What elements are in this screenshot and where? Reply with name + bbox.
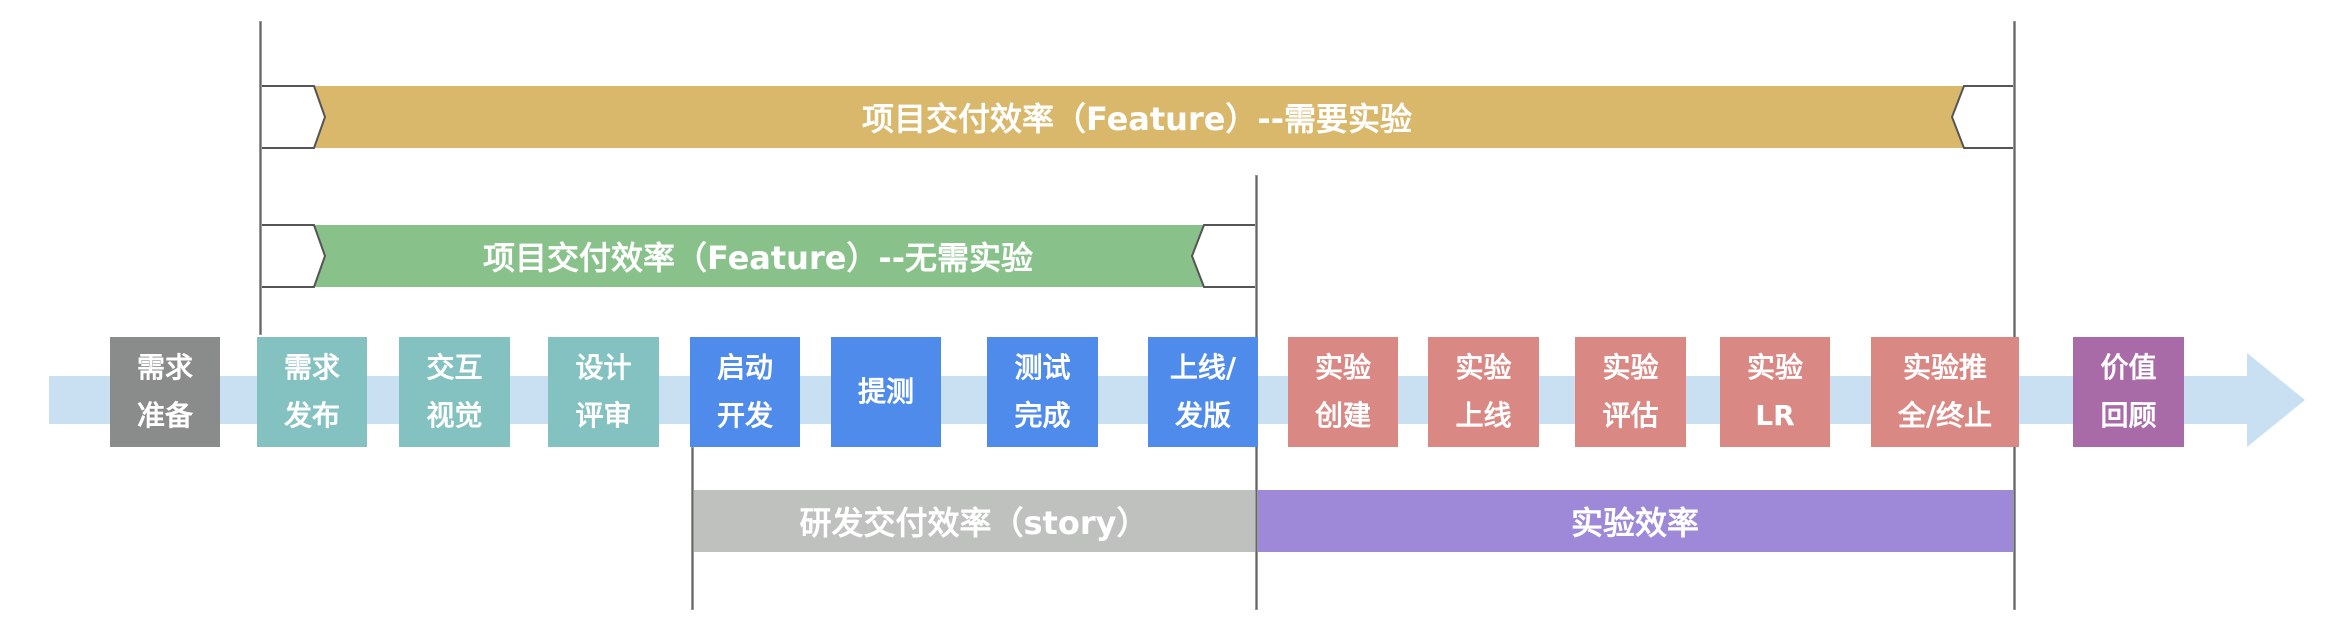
stage-label: 准备 xyxy=(136,399,193,432)
stage-start-dev: 启动开发 xyxy=(690,337,800,447)
experiment-efficiency-bar: 实验效率 xyxy=(1256,490,2014,552)
stage-label: 交互 xyxy=(426,351,483,384)
stage-design-review: 设计评审 xyxy=(548,337,659,447)
stage-label: 价值 xyxy=(2100,351,2157,384)
stage-label: 实验 xyxy=(1455,351,1512,384)
stage-label: LR xyxy=(1755,399,1795,432)
boundary-line xyxy=(691,447,694,610)
stage-label: 提测 xyxy=(857,375,914,408)
stage-label: 发布 xyxy=(283,399,340,432)
stage-label: 实验 xyxy=(1314,351,1371,384)
bar-notch-left xyxy=(259,224,327,288)
feature-experiment-label: 项目交付效率（Feature）--需要实验 xyxy=(862,100,1412,138)
stage-label: 设计 xyxy=(575,351,632,384)
stage-experiment-lr: 实验 LR xyxy=(1720,337,1830,447)
bar-notch-right xyxy=(1950,85,2015,149)
stage-value-review: 价值回顾 xyxy=(2073,337,2184,447)
feature-no-experiment-label: 项目交付效率（Feature）--无需实验 xyxy=(483,239,1033,277)
stage-label: 完成 xyxy=(1014,399,1071,432)
stage-launch-release: 上线/发版 xyxy=(1148,337,1258,447)
stage-label: 上线/ xyxy=(1169,351,1237,384)
story-bar: 研发交付效率（story） xyxy=(692,490,1256,552)
stage-experiment-launch: 实验上线 xyxy=(1428,337,1539,447)
stage-label: 实验推 xyxy=(1902,351,1987,384)
experiment-efficiency-label: 实验效率 xyxy=(1570,504,1699,542)
feature-no-experiment-bar: 项目交付效率（Feature）--无需实验 xyxy=(260,225,1256,287)
bar-notch-right xyxy=(1190,224,1257,288)
stage-submit-test: 提测 xyxy=(831,337,941,447)
stage-test-complete: 测试完成 xyxy=(987,337,1098,447)
stage-label: 实验 xyxy=(1602,351,1659,384)
stage-label: 需求 xyxy=(283,351,340,384)
stage-label: 开发 xyxy=(716,399,773,432)
stage-interaction-visual: 交互视觉 xyxy=(399,337,510,447)
timeline-arrow-head xyxy=(2247,353,2305,447)
feature-experiment-bar: 项目交付效率（Feature）--需要实验 xyxy=(260,86,2014,148)
stage-label: 评估 xyxy=(1602,399,1659,432)
bar-notch-left xyxy=(259,85,327,149)
stage-label: 启动 xyxy=(716,351,773,384)
boundary-line xyxy=(2013,21,2016,610)
stage-experiment-evaluate: 实验评估 xyxy=(1575,337,1686,447)
stage-requirement-release: 需求发布 xyxy=(257,337,367,447)
stage-label: 需求 xyxy=(136,351,193,384)
stage-label: 回顾 xyxy=(2100,399,2157,432)
stage-requirement-prep: 需求准备 xyxy=(110,337,220,447)
stage-label: 测试 xyxy=(1014,351,1071,384)
story-label: 研发交付效率（story） xyxy=(799,504,1149,542)
stage-label: 创建 xyxy=(1314,399,1371,432)
stage-label: 全/终止 xyxy=(1897,399,1993,432)
stage-label: 评审 xyxy=(575,399,632,432)
stage-label: 发版 xyxy=(1174,399,1231,432)
stage-experiment-rollout-stop: 实验推全/终止 xyxy=(1871,337,2019,447)
stage-label: 视觉 xyxy=(426,399,483,432)
stage-experiment-create: 实验创建 xyxy=(1288,337,1398,447)
stage-label: 上线 xyxy=(1455,399,1512,432)
stage-label: 实验 xyxy=(1746,351,1803,384)
boundary-line xyxy=(259,21,262,335)
